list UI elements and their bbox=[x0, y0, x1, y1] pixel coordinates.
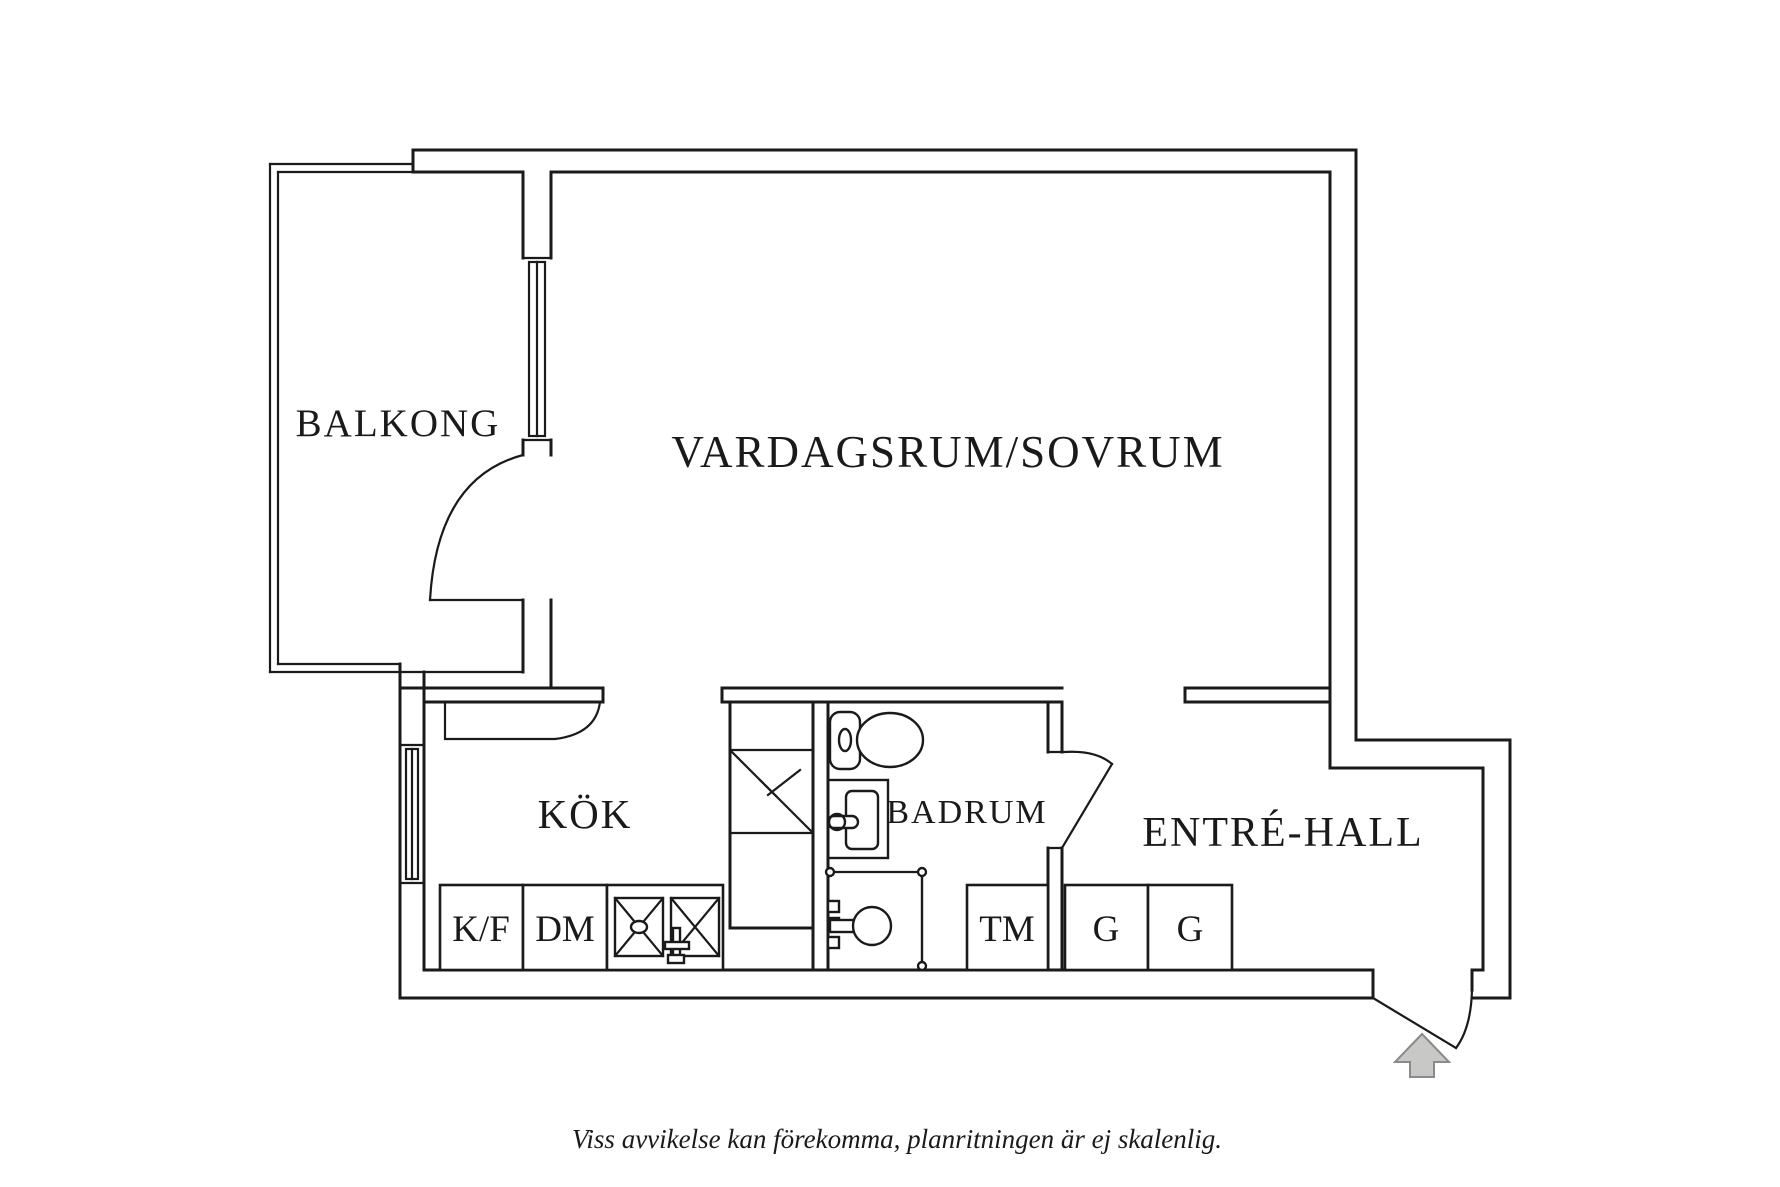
washing-machine-label: TM bbox=[979, 909, 1035, 950]
wardrobe-label-2: G bbox=[1177, 909, 1204, 950]
fridge-freezer-label: K/F bbox=[452, 909, 510, 950]
wardrobe-box-1 bbox=[1063, 883, 1150, 972]
wardrobe-label-1: G bbox=[1093, 909, 1120, 950]
living-room-label: VARDAGSRUM/SOVRUM bbox=[671, 427, 1224, 477]
balcony-walls bbox=[268, 162, 525, 674]
balcony-door bbox=[428, 453, 525, 602]
hall-label: ENTRÉ-HALL bbox=[1142, 809, 1423, 856]
wardrobe-box-2 bbox=[1146, 883, 1234, 972]
sink-basin-left bbox=[613, 896, 665, 958]
washbasin-icon bbox=[826, 778, 890, 860]
living-room-window bbox=[521, 256, 553, 442]
hall-walls bbox=[1183, 686, 1332, 704]
closet-column bbox=[720, 686, 1064, 930]
entry-door bbox=[1371, 988, 1474, 1050]
bathroom-door bbox=[1060, 750, 1114, 850]
living-room-west-wall bbox=[521, 170, 553, 690]
faucet-icon bbox=[663, 926, 691, 965]
exterior-walls bbox=[398, 148, 1512, 1000]
kitchen-window bbox=[398, 743, 426, 885]
fridge-freezer-box bbox=[438, 883, 525, 972]
up-arrow-icon bbox=[1392, 1032, 1452, 1078]
kitchen-label: KÖK bbox=[538, 791, 633, 837]
balcony-label: BALKONG bbox=[296, 402, 501, 445]
shower-icon bbox=[824, 866, 928, 972]
wardrobes bbox=[1063, 883, 1234, 972]
toilet-icon bbox=[828, 710, 925, 771]
washing-machine-box bbox=[965, 883, 1050, 972]
bathroom-label: BADRUM bbox=[886, 794, 1047, 831]
dishwasher-label: DM bbox=[535, 909, 595, 950]
kitchen-counter-row bbox=[438, 883, 725, 972]
disclaimer-text: Viss avvikelse kan förekomma, planritnin… bbox=[572, 1124, 1222, 1154]
kitchen-counter-top bbox=[443, 700, 602, 741]
kitchen-walls bbox=[398, 686, 605, 741]
shaft-symbol bbox=[728, 748, 815, 835]
